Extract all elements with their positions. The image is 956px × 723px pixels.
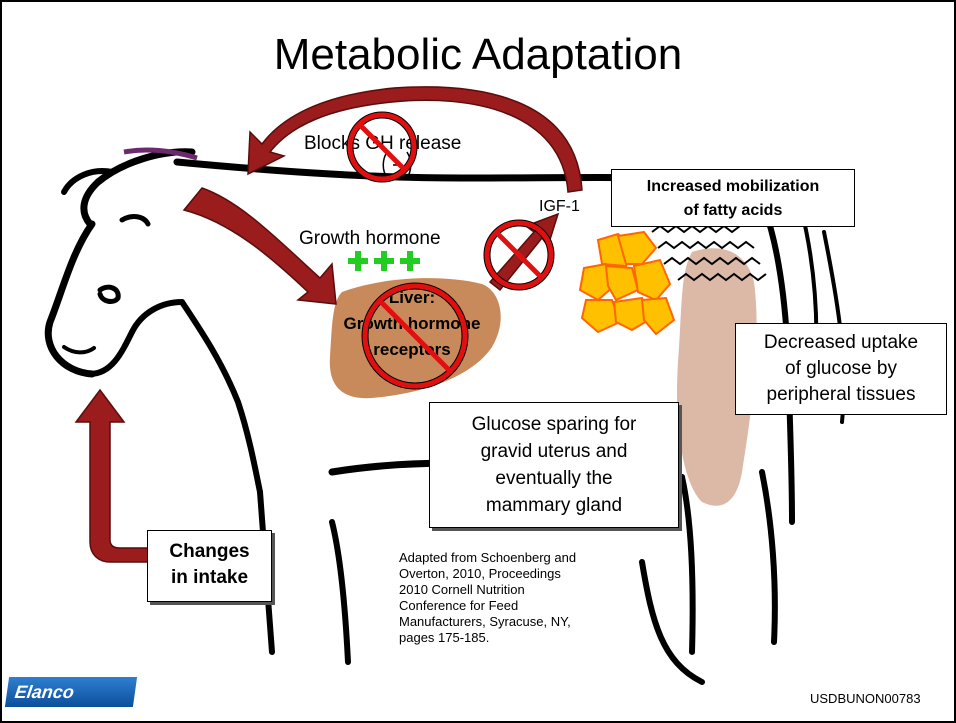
fatty-acids-box: Increased mobilization of fatty acids bbox=[611, 169, 855, 227]
glucose-uptake-box: Decreased uptake of glucose by periphera… bbox=[735, 323, 947, 415]
changes-in-intake-box: Changes in intake bbox=[147, 530, 272, 602]
igf1-label: IGF-1 bbox=[539, 198, 580, 216]
document-code: USDBUNON00783 bbox=[810, 691, 921, 706]
citation-text: Adapted from Schoenberg and Overton, 201… bbox=[399, 550, 589, 646]
growth-hormone-label: Growth hormone bbox=[299, 228, 441, 250]
glucose-sparing-box: Glucose sparing for gravid uterus and ev… bbox=[429, 402, 679, 528]
igf1-arrow bbox=[490, 214, 558, 290]
plus-signs bbox=[348, 251, 420, 271]
intake-arrow bbox=[76, 390, 152, 562]
liver-label: Liver: Growth hormone receptors bbox=[322, 285, 502, 363]
elanco-logo: Elanco bbox=[5, 677, 137, 707]
blocks-gh-release-label: Blocks GH release bbox=[304, 133, 461, 155]
